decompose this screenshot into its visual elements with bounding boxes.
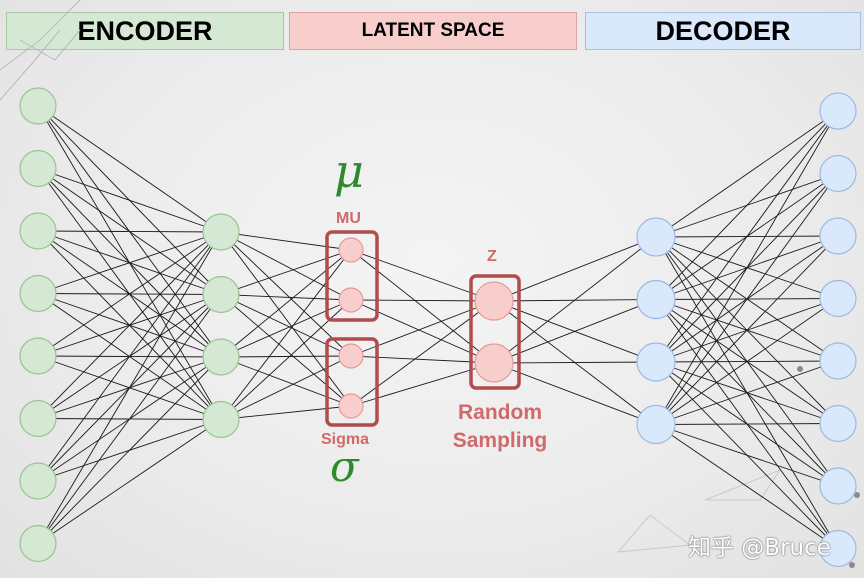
- edge-encoder-input-node-4-to-encoder-hidden-node-1: [37, 231, 222, 294]
- edge-decoder-hidden-node-4-to-decoder-output-node-1: [655, 110, 839, 425]
- encoder-input-node-2: [19, 149, 57, 188]
- edge-decoder-hidden-node-4-to-decoder-output-node-8: [655, 424, 839, 549]
- encoder-hidden-node-1: [202, 213, 240, 251]
- edge-encoder-input-node-7-to-encoder-hidden-node-1: [37, 231, 222, 482]
- edge-decoder-hidden-node-2-to-decoder-output-node-1: [655, 110, 839, 300]
- encoder-input-node-7: [19, 462, 57, 500]
- mu-symbol: μ: [334, 144, 364, 198]
- edge-encoder-input-node-5-to-encoder-hidden-node-1: [37, 231, 222, 357]
- edge-encoder-hidden-node-4-to-mu-node-1: [220, 249, 352, 420]
- decoder-output-node-1: [819, 92, 857, 130]
- encoder-hidden-node-3: [202, 338, 240, 376]
- latent-space-header: LATENT SPACE: [289, 12, 577, 50]
- edge-decoder-hidden-node-4-to-decoder-output-node-3: [655, 235, 839, 425]
- decoder-output-node-3: [819, 217, 857, 255]
- edge-z-node-2-to-decoder-hidden-node-4: [493, 362, 657, 425]
- decoder-hidden-node-4: [636, 404, 676, 445]
- decoder-output-node-5: [819, 342, 857, 380]
- encoder-input-node-4: [19, 274, 57, 313]
- background-decoration: [0, 0, 860, 568]
- encoder-input-node-5: [19, 337, 57, 375]
- encoder-input-node-6: [19, 399, 57, 438]
- edge-encoder-hidden-node-2-to-mu-node-2: [220, 294, 352, 301]
- decoder-output-node-7: [819, 467, 857, 505]
- edge-encoder-input-node-6-to-encoder-hidden-node-1: [37, 231, 222, 419]
- encoder-input-node-3: [19, 212, 57, 250]
- edge-encoder-hidden-node-4-to-mu-node-2: [220, 299, 352, 420]
- sigma-box: [325, 337, 379, 427]
- random-sampling-line1: Random: [458, 401, 542, 424]
- edge-encoder-hidden-node-4-to-sigma-node-2: [220, 405, 352, 420]
- edge-encoder-input-node-8-to-encoder-hidden-node-4: [37, 419, 222, 544]
- edge-z-node-2-to-decoder-hidden-node-1: [493, 236, 657, 364]
- edge-z-node-1-to-decoder-hidden-node-1: [493, 236, 657, 302]
- decoder-output-node-2: [819, 154, 857, 193]
- edge-encoder-hidden-node-3-to-mu-node-2: [220, 299, 352, 358]
- edge-decoder-hidden-node-3-to-decoder-output-node-1: [655, 110, 839, 363]
- edge-encoder-hidden-node-1-to-mu-node-2: [220, 231, 352, 301]
- random-sampling-line2: Sampling: [452, 429, 548, 452]
- decoder-output-node-4: [819, 279, 857, 318]
- sigma-label: Sigma: [321, 431, 370, 448]
- edge-decoder-hidden-node-4-to-decoder-output-node-5: [655, 360, 839, 425]
- edge-encoder-hidden-node-1-to-sigma-node-1: [220, 231, 352, 357]
- watermark: 知乎 @Bruce: [688, 535, 831, 561]
- edge-decoder-hidden-node-4-to-decoder-output-node-2: [655, 173, 839, 425]
- edge-encoder-hidden-node-3-to-sigma-node-2: [220, 356, 352, 407]
- encoder-input-node-1: [19, 87, 57, 125]
- random-sampling-label: Random Sampling: [449, 399, 551, 455]
- connection-edges: [37, 105, 839, 549]
- sigma-node-2: [338, 393, 364, 419]
- edge-encoder-hidden-node-2-to-mu-node-1: [220, 249, 352, 295]
- decoder-hidden-node-3: [636, 342, 676, 382]
- sigma-symbol: σ: [330, 442, 359, 491]
- edge-encoder-hidden-node-4-to-sigma-node-1: [220, 355, 352, 420]
- decoder-output-node-6: [819, 404, 857, 443]
- z-node-2: [474, 343, 514, 383]
- edge-encoder-hidden-node-1-to-mu-node-1: [220, 231, 352, 251]
- edge-encoder-hidden-node-3-to-mu-node-1: [220, 249, 352, 358]
- mu-node-2: [338, 287, 364, 313]
- edge-encoder-input-node-3-to-encoder-hidden-node-1: [37, 230, 222, 233]
- decoder-header: DECODER: [585, 12, 861, 50]
- edge-decoder-hidden-node-4-to-decoder-output-node-6: [655, 423, 839, 425]
- mu-box: [325, 230, 379, 322]
- encoder-header-label: ENCODER: [77, 15, 213, 46]
- z-label: Z: [487, 248, 497, 265]
- edge-decoder-hidden-node-4-to-decoder-output-node-7: [655, 424, 839, 487]
- edge-encoder-input-node-8-to-encoder-hidden-node-1: [37, 231, 222, 544]
- latent-boxes: [325, 230, 521, 427]
- sigma-node-1: [338, 343, 364, 369]
- edge-decoder-hidden-node-4-to-decoder-output-node-4: [655, 298, 839, 425]
- edge-encoder-input-node-1-to-encoder-hidden-node-1: [37, 105, 222, 233]
- edge-encoder-input-node-2-to-encoder-hidden-node-1: [37, 168, 222, 233]
- mu-label: MU: [336, 210, 361, 227]
- edge-encoder-input-node-8-to-encoder-hidden-node-3: [37, 356, 222, 544]
- encoder-hidden-node-4: [202, 400, 240, 439]
- decoder-hidden-node-2: [636, 279, 676, 320]
- latent-header-label: LATENT SPACE: [361, 20, 505, 41]
- edge-z-node-2-to-decoder-hidden-node-3: [493, 361, 657, 364]
- edge-decoder-hidden-node-1-to-decoder-output-node-1: [655, 110, 839, 238]
- encoder-header: ENCODER: [6, 12, 284, 50]
- decoder-output-node-8: [819, 529, 857, 568]
- edge-encoder-input-node-8-to-encoder-hidden-node-2: [37, 294, 222, 544]
- decoder-header-label: DECODER: [655, 15, 791, 46]
- encoder-input-node-8: [19, 524, 57, 563]
- edge-encoder-hidden-node-1-to-sigma-node-2: [220, 231, 352, 407]
- mu-node-1: [338, 237, 364, 263]
- edge-z-node-2-to-decoder-hidden-node-2: [493, 299, 657, 364]
- edge-encoder-hidden-node-2-to-sigma-node-2: [220, 294, 352, 407]
- edge-encoder-hidden-node-2-to-sigma-node-1: [220, 294, 352, 357]
- decoder-hidden-node-1: [636, 217, 676, 257]
- encoder-hidden-node-2: [202, 275, 240, 314]
- z-box: [469, 274, 521, 390]
- network-nodes: [19, 87, 857, 568]
- z-node-1: [474, 281, 514, 321]
- edge-encoder-hidden-node-3-to-sigma-node-1: [220, 355, 352, 358]
